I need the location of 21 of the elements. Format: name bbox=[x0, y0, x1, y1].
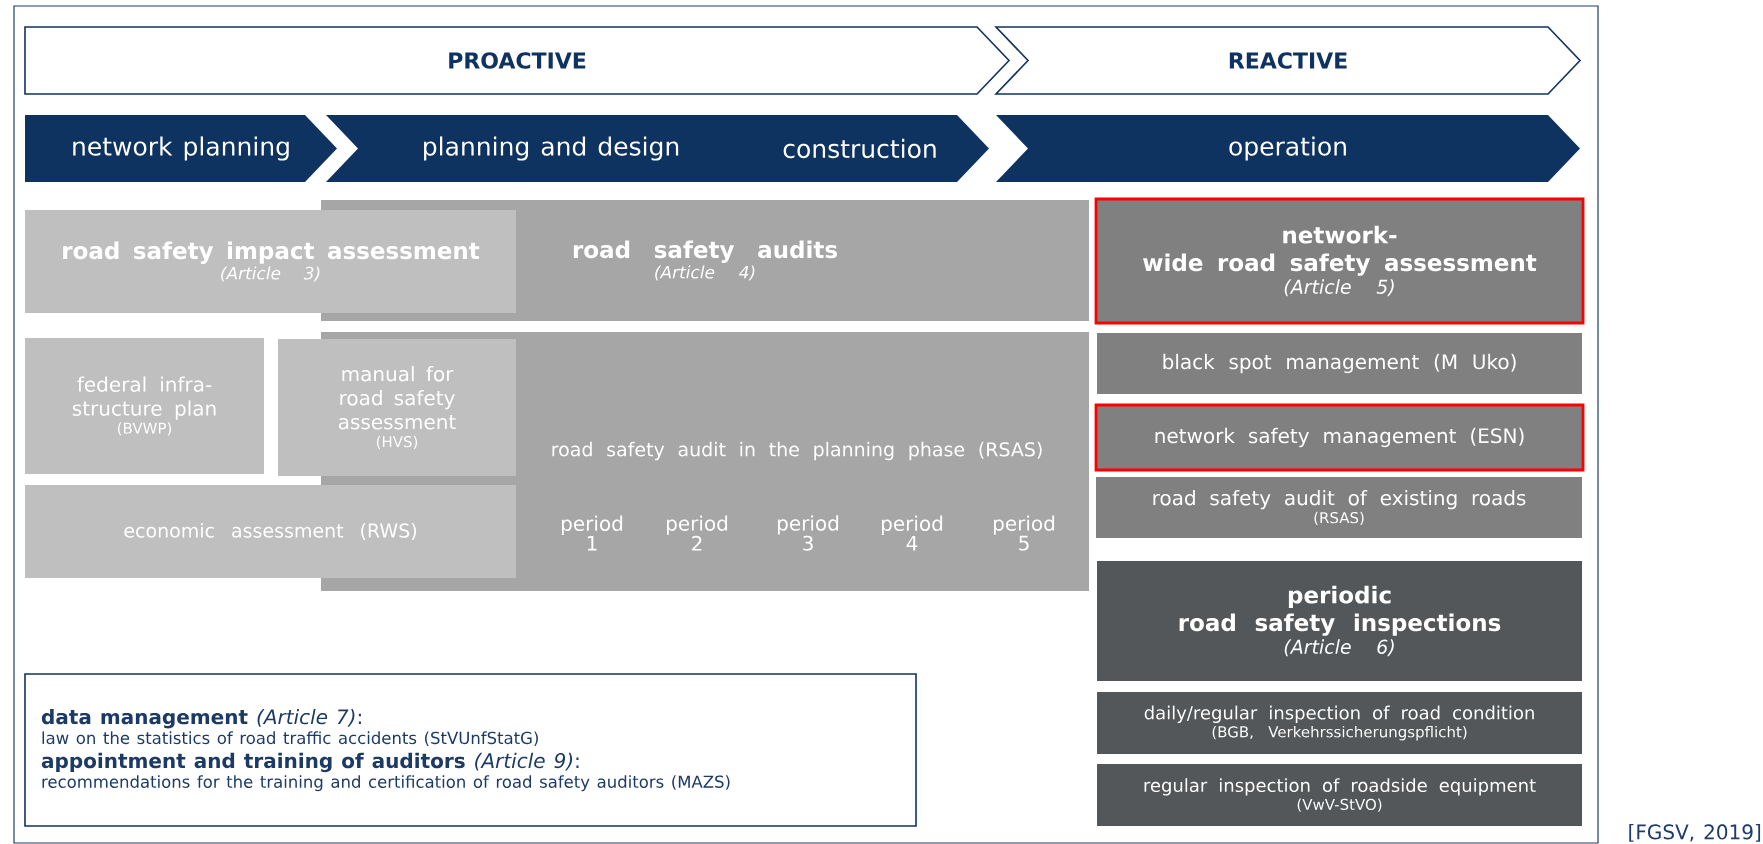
stage-banner: construction bbox=[731, 115, 989, 182]
stage-banner: network planning bbox=[25, 115, 337, 182]
measure-box: federal infra-structure plan (BVWP) bbox=[25, 338, 264, 474]
info-box: data management (Article 7): law on the statistics of road traffic accidents (StVUnfStatG) appointment and training of auditors (Article 9): recommendations for the training and certification of road safety auditors (MAZS) bbox=[24, 673, 917, 827]
phase-banner: PROACTIVE bbox=[24, 26, 1011, 95]
stage-banner: planning and design bbox=[326, 115, 776, 182]
source-label: [FGSV, 2019] bbox=[1629, 824, 1761, 842]
stage-banner: operation bbox=[996, 115, 1580, 182]
measure-box: regular inspection of roadside equipment (VwV-StVO) bbox=[1097, 764, 1582, 826]
measure-box: black spot management (M Uko) bbox=[1097, 333, 1582, 394]
phase-banner: REACTIVE bbox=[994, 26, 1582, 95]
node-label: construction bbox=[783, 138, 936, 159]
measure-box: manual for road safety assessment (HVS) bbox=[278, 339, 516, 476]
measure-box: periodic road safety inspections (Article 6) bbox=[1097, 561, 1582, 681]
measure-box: network-wide road safety assessment (Article 5) bbox=[1094, 197, 1585, 325]
measure-box: network safety management (ESN) bbox=[1094, 403, 1585, 472]
measure-box: economic assessment (RWS) bbox=[25, 485, 516, 578]
measure-box: road safety impact assessment (Article 3) bbox=[25, 210, 516, 313]
node-label: planning and design bbox=[424, 136, 679, 161]
measure-box: road safety audit of existing roads (RSAS) bbox=[1096, 477, 1582, 538]
measure-box: daily/regular inspection of road condition (BGB, Verkehrssicherungspflicht) bbox=[1097, 692, 1582, 754]
